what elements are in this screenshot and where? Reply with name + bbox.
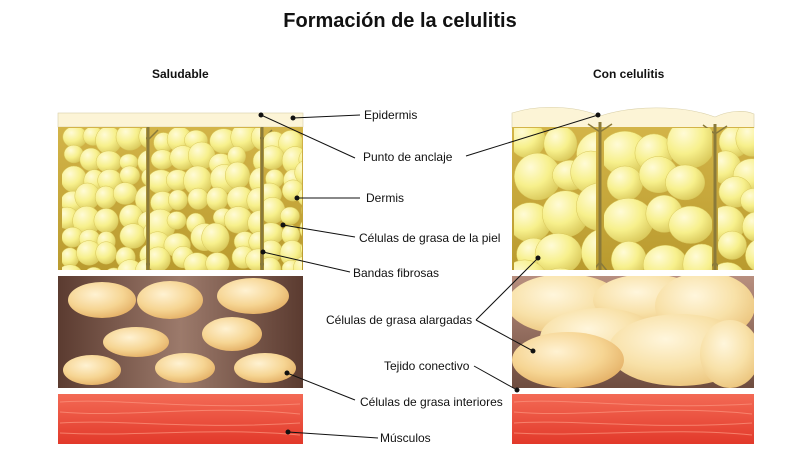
fat-cell <box>665 164 706 201</box>
cellulite-skin-section <box>511 106 755 444</box>
diagram-title: Formación de la celulitis <box>283 10 517 32</box>
fat-cell <box>224 161 251 190</box>
fat-cell <box>668 205 712 244</box>
fat-cell <box>299 221 302 237</box>
label-anchor-point: Punto de anclaje <box>363 150 453 164</box>
healthy-inner-fat-cells <box>63 278 296 385</box>
cellulite-fat-cells-right <box>718 128 754 270</box>
fat-cell <box>187 187 209 210</box>
fat-cell <box>95 241 117 265</box>
fat-cell <box>718 230 747 260</box>
healthy-muscle <box>58 394 303 444</box>
fat-cell <box>301 206 302 215</box>
fat-cell <box>134 185 146 214</box>
leader-lines <box>260 114 599 439</box>
label-elongated-fat-cells: Células de grasa alargadas <box>326 313 473 327</box>
cellulite-panel-title: Con celulitis <box>593 67 665 81</box>
fat-cell <box>150 246 171 270</box>
fat-cell <box>245 248 260 270</box>
fat-cell <box>294 161 302 185</box>
fat-cell <box>735 128 754 157</box>
fat-cell <box>745 240 754 270</box>
fat-cell <box>143 224 146 241</box>
cellulite-muscle <box>512 394 754 444</box>
label-muscles: Músculos <box>380 431 431 445</box>
fat-cell <box>301 140 302 143</box>
healthy-panel-title: Saludable <box>152 67 209 81</box>
fat-cell <box>137 150 146 174</box>
fat-cell <box>86 267 102 270</box>
fat-cell <box>247 210 260 236</box>
fat-cell <box>141 168 146 186</box>
fat-cell <box>550 267 571 270</box>
fat-cell <box>740 188 754 214</box>
cellulite-fibrous-band <box>598 122 717 272</box>
healthy-epidermis <box>57 112 304 128</box>
fat-cell <box>280 206 300 225</box>
fat-cell <box>107 267 121 270</box>
fat-cell <box>514 259 545 270</box>
fat-cell <box>138 128 146 148</box>
fat-cell <box>250 128 260 151</box>
fat-cell <box>718 262 743 270</box>
fat-cell <box>300 243 302 255</box>
cellulite-epidermis <box>511 106 755 129</box>
fat-cell <box>201 222 230 253</box>
leader-dots <box>258 112 601 435</box>
fat-cell <box>168 189 188 211</box>
fat-cell <box>119 165 140 186</box>
label-inner-fat-cells: Células de grasa interiores <box>360 395 503 409</box>
healthy-fat-cells-middle <box>150 128 260 270</box>
fat-cell <box>593 269 596 270</box>
healthy-skin-section <box>57 112 304 444</box>
fat-cell <box>205 252 230 270</box>
label-dermis: Dermis <box>366 191 404 205</box>
fat-cell <box>682 243 712 270</box>
fat-cell <box>94 185 117 209</box>
fat-cell <box>264 257 282 270</box>
fat-cell <box>205 186 229 211</box>
label-epidermis: Epidermis <box>364 108 418 122</box>
fat-cell <box>134 258 146 270</box>
healthy-fat-cells-left <box>62 128 146 270</box>
fat-cell <box>604 198 654 244</box>
fat-cell <box>575 183 596 231</box>
cellulite-fat-cells-middle <box>604 128 712 270</box>
label-connective-tissue: Tejido conectivo <box>384 359 470 373</box>
fat-cell <box>166 211 187 230</box>
fat-cell <box>62 264 82 270</box>
label-skin-fat-cells: Células de grasa de la piel <box>359 231 501 245</box>
fat-cell <box>112 182 138 205</box>
healthy-fibrous-band <box>146 127 264 272</box>
fat-cell <box>297 188 302 206</box>
fat-cell <box>93 208 119 234</box>
fat-cell <box>606 165 643 202</box>
fat-cell <box>252 149 260 173</box>
label-fibrous-bands: Bandas fibrosas <box>353 266 440 280</box>
fat-cell <box>742 211 754 242</box>
fat-cell <box>119 223 146 249</box>
fat-cell <box>581 229 596 270</box>
cellulite-fat-cells-left <box>514 128 596 270</box>
cellulite-elongated-fat-cells <box>512 276 754 388</box>
fat-cell <box>543 128 578 162</box>
